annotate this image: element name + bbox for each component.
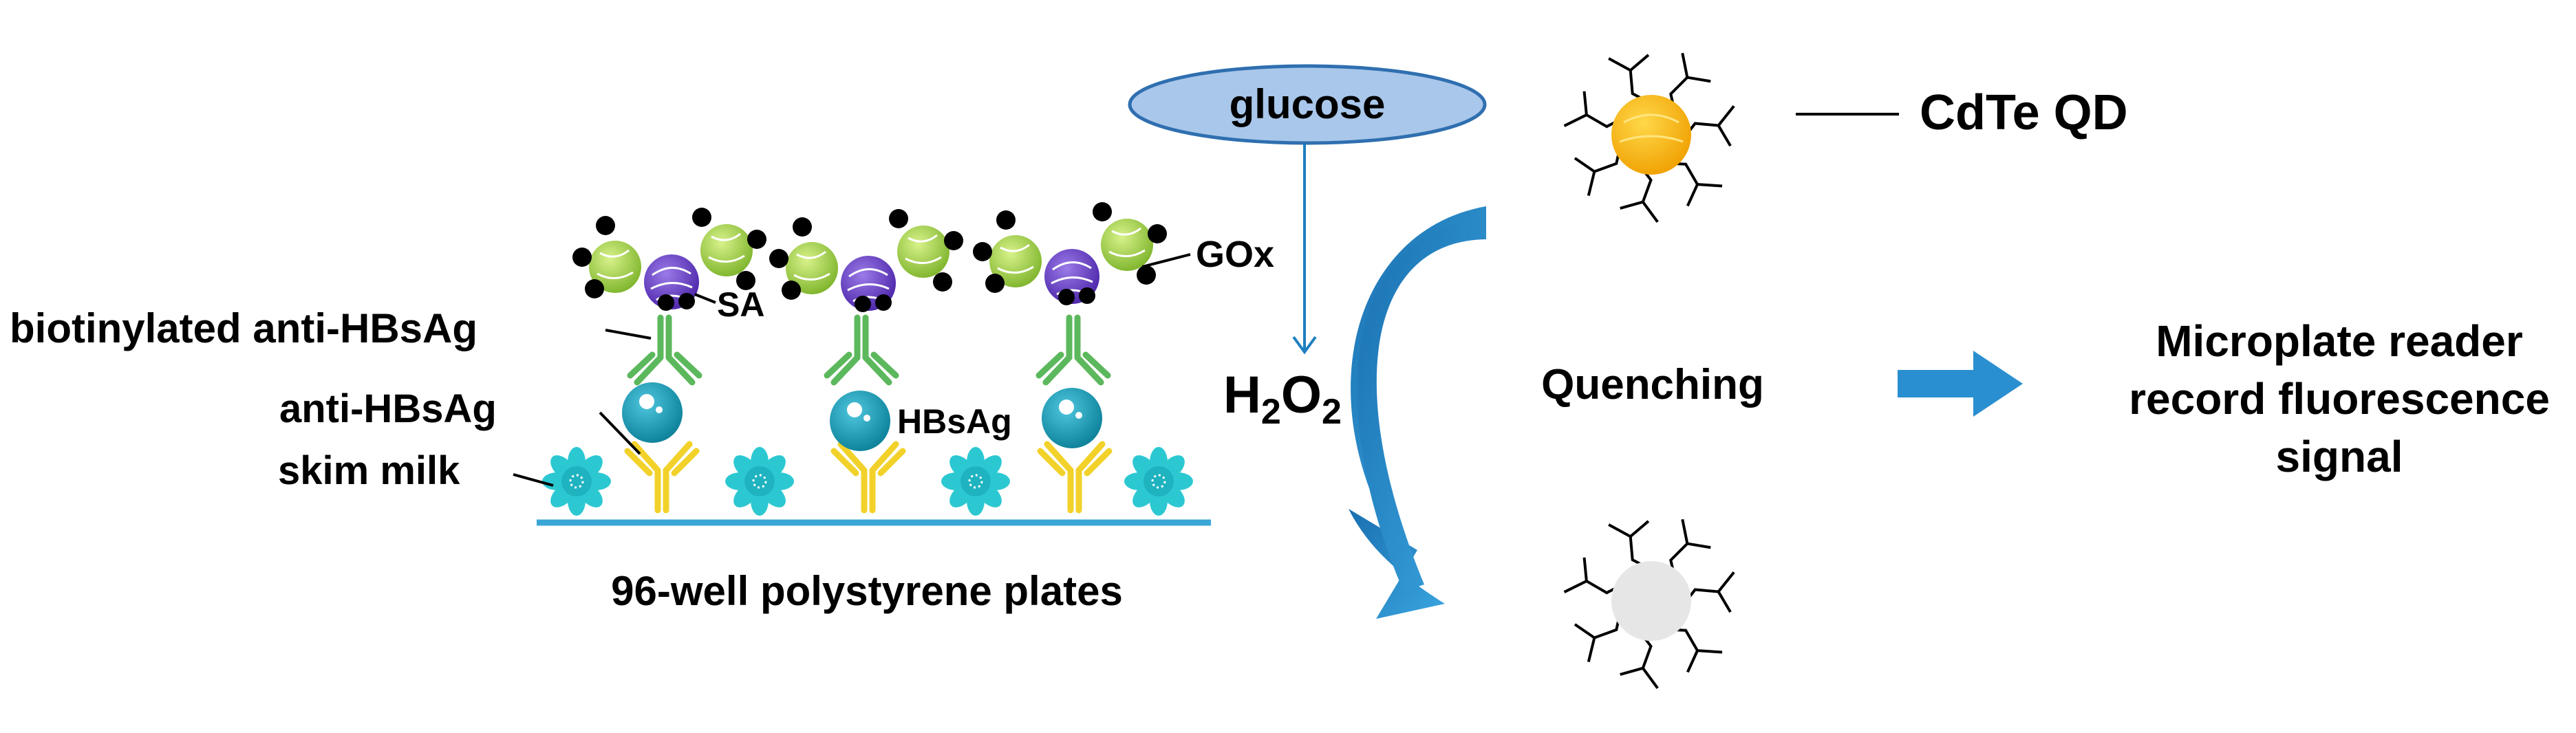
biotinylated-label: biotinylated anti-HBsAg [10,305,477,351]
curved-arrow-body [1357,220,1486,591]
quenched-qd-icon [1563,519,1736,690]
cdte-qd-icon [1563,53,1736,223]
curved-arrow-icon [1351,206,1486,488]
reader-line2: record fluorescence [2129,374,2550,424]
plates-label: 96-well polystyrene plates [611,568,1123,614]
streptavidin-icon [572,202,1167,312]
quenching-label: Quenching [1541,361,1764,408]
hbsag-icon [622,382,1102,451]
right-arrow-icon [1898,351,2023,417]
glucose-label: glucose [1230,81,1386,127]
capture-antibody-icon [627,444,1109,510]
anti-hbsag-label: anti-HBsAg [279,386,497,431]
reader-line3: signal [2276,432,2403,481]
h2o2-sub1: 2 [1261,392,1281,432]
h2o2-sub2: 2 [1322,392,1342,432]
h2o2-label: H2O2 [1223,366,1342,432]
anti-leader [599,411,641,455]
gox-label: GOx [1196,234,1274,275]
skim-milk-icon [541,446,1194,517]
sa-leader [694,293,716,304]
hbsag-label: HBsAg [897,402,1012,441]
glucose-arrow [1292,144,1317,355]
biotinylated-antibody-icon [630,318,1108,382]
sa-label: SA [717,285,764,324]
h2o2-h: H [1223,366,1261,424]
reader-line1: Microplate reader [2156,316,2523,366]
glucose-ellipse [1128,64,1487,145]
skim-leader [513,473,554,487]
cdte-label: CdTe QD [1920,85,2128,140]
biotin-leader [605,329,652,340]
gox-leader [1141,253,1191,268]
skim-milk-label: skim milk [278,448,460,493]
h2o2-o: O [1281,366,1322,424]
